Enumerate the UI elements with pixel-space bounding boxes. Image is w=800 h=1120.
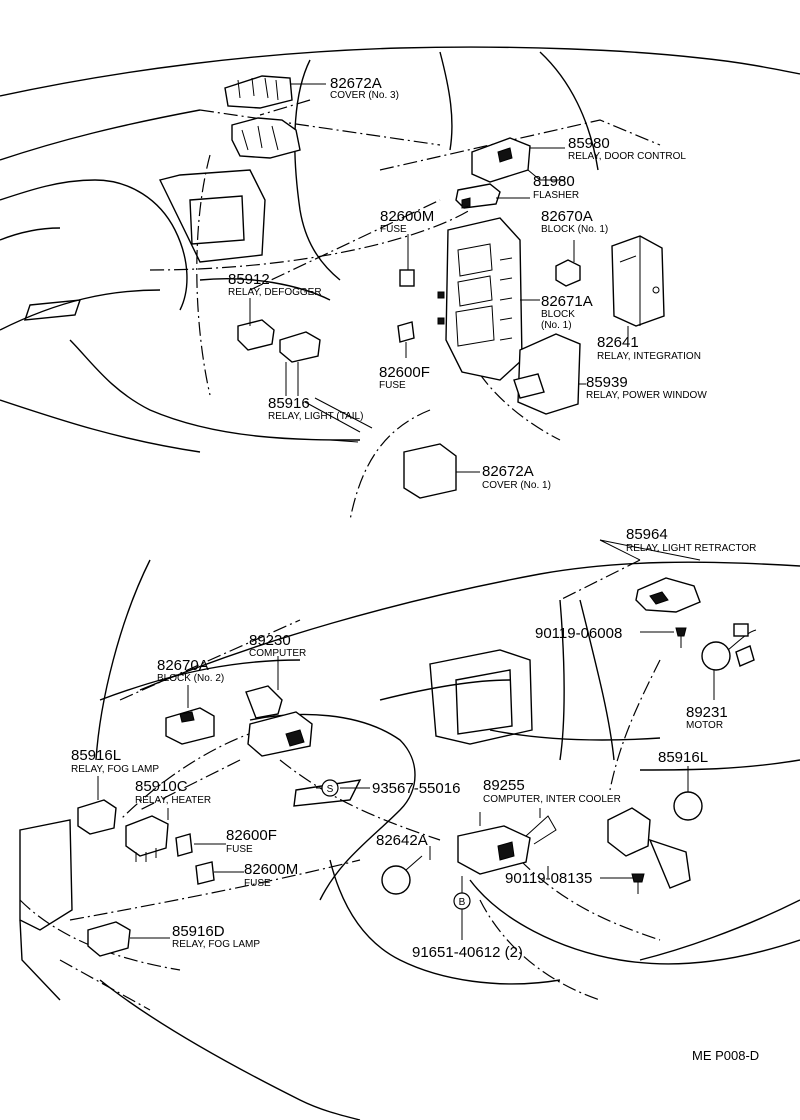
relay-defogger-part [237, 319, 275, 351]
relay-light-retractor-part [635, 577, 701, 613]
relay-heater-part [125, 815, 169, 862]
callout-90119-08135-number: 90119-08135 [505, 870, 592, 887]
marker-S-icon: S [321, 779, 339, 797]
fuse-82600M-bottom-part [195, 861, 215, 885]
flasher-part [455, 183, 501, 209]
relay-power-window-part [513, 333, 581, 415]
callout-85912-desc: RELAY, DEFOGGER [228, 287, 322, 298]
fuse-82600M-top-part [399, 269, 415, 287]
fuse-82600F-top-part [397, 321, 415, 343]
sensor-82642A-part [381, 855, 423, 895]
callout-85916-desc: RELAY, LIGHT (TAIL) [268, 411, 363, 422]
relay-fog-lamp-left-part [77, 799, 117, 835]
marker-B-icon: B [453, 892, 471, 910]
callout-85916L-right-number: 85916L [658, 749, 708, 766]
fuse-82600F-bottom-part [175, 833, 193, 857]
callout-85939-desc: RELAY, POWER WINDOW [586, 390, 707, 401]
callout-89230-desc: COMPUTER [249, 648, 306, 659]
callout-82670A-top-number: 82670A [541, 208, 593, 225]
callout-89255-number: 89255 [483, 777, 525, 794]
drawing-reference: ME P008-D [692, 1048, 759, 1063]
callout-82670A-top-desc: BLOCK (No. 1) [541, 224, 608, 235]
callout-93567-55016-number: 93567-55016 [372, 780, 460, 797]
marker-S-label: S [327, 784, 334, 795]
callout-81980-desc: FLASHER [533, 190, 579, 201]
callout-90119-06008-number: 90119-06008 [535, 625, 622, 642]
callout-85916-number: 85916 [268, 395, 310, 412]
motor-89231-part [701, 623, 757, 671]
callout-82600M-top-desc: FUSE [380, 224, 407, 235]
callout-82600M-bottom-number: 82600M [244, 861, 298, 878]
block-82670A-top-part [555, 259, 581, 287]
relay-light-tail-part [279, 331, 321, 363]
callout-85912-number: 85912 [228, 271, 270, 288]
callout-89230-number: 89230 [249, 632, 291, 649]
callout-82600F-bottom-desc: FUSE [226, 844, 253, 855]
leader-lines-top [249, 83, 629, 473]
callout-89255-desc: COMPUTER, INTER COOLER [483, 794, 621, 805]
callout-85916D-number: 85916D [172, 923, 225, 940]
callout-82672A-top-number: 82672A [330, 75, 382, 92]
dashboard-outline-top [0, 46, 800, 521]
callout-82600F-top-desc: FUSE [379, 380, 406, 391]
callout-85964-number: 85964 [626, 526, 668, 543]
callout-82671A-desc: BLOCK [541, 309, 575, 320]
callout-89231-number: 89231 [686, 704, 728, 721]
block-82670A-bottom-part [165, 707, 215, 745]
relay-door-control-part [471, 137, 531, 183]
callout-89231-desc: MOTOR [686, 720, 723, 731]
leader-lines-bottom [97, 539, 715, 940]
callout-82600F-bottom-number: 82600F [226, 827, 277, 844]
callout-81980-number: 81980 [533, 173, 575, 190]
callout-82672A-top-desc: COVER (No. 3) [330, 90, 399, 101]
callout-82670A-bottom-number: 82670A [157, 657, 209, 674]
cover-no1-part [403, 443, 457, 499]
callout-82671A-desc2: (No. 1) [541, 320, 572, 331]
callout-82672A-bottom-desc: COVER (No. 1) [482, 480, 551, 491]
relay-fog-lamp-d-part [87, 921, 131, 957]
marker-B-label: B [459, 897, 466, 908]
junction-block-82671A-part [437, 217, 523, 381]
callout-82671A-number: 82671A [541, 293, 593, 310]
callout-85916L-left-desc: RELAY, FOG LAMP [71, 764, 159, 775]
callout-82641-desc: RELAY, INTEGRATION [597, 351, 701, 362]
callout-85980-number: 85980 [568, 135, 610, 152]
callout-85939-number: 85939 [586, 374, 628, 391]
computer-intercooler-part [457, 815, 557, 875]
relay-integration-part [611, 235, 665, 327]
callout-85916D-desc: RELAY, FOG LAMP [172, 939, 260, 950]
callout-82600M-top-number: 82600M [380, 208, 434, 225]
callout-82600M-bottom-desc: FUSE [244, 878, 271, 889]
bolt-90119-06008-part [675, 627, 687, 648]
callout-82642A-number: 82642A [376, 832, 428, 849]
callout-82672A-bottom-number: 82672A [482, 463, 534, 480]
computer-89230-part [245, 685, 313, 757]
callout-82641-number: 82641 [597, 334, 639, 351]
dashboard-outline-bottom [19, 559, 800, 1120]
callout-85916L-left-number: 85916L [71, 747, 121, 764]
callout-85910C-desc: RELAY, HEATER [135, 795, 211, 806]
callout-85910C-number: 85910C [135, 778, 188, 795]
bolt-90119-08135-part [631, 873, 645, 894]
callout-82670A-bottom-desc: BLOCK (No. 2) [157, 673, 224, 684]
callout-85964-desc: RELAY, LIGHT RETRACTOR [626, 543, 756, 554]
callout-82600F-top-number: 82600F [379, 364, 430, 381]
callout-85980-desc: RELAY, DOOR CONTROL [568, 151, 686, 162]
callout-91651-40612-number: 91651-40612 (2) [412, 944, 523, 961]
relay-fog-lamp-right-part [607, 791, 703, 889]
cover-no3-part [224, 75, 301, 159]
